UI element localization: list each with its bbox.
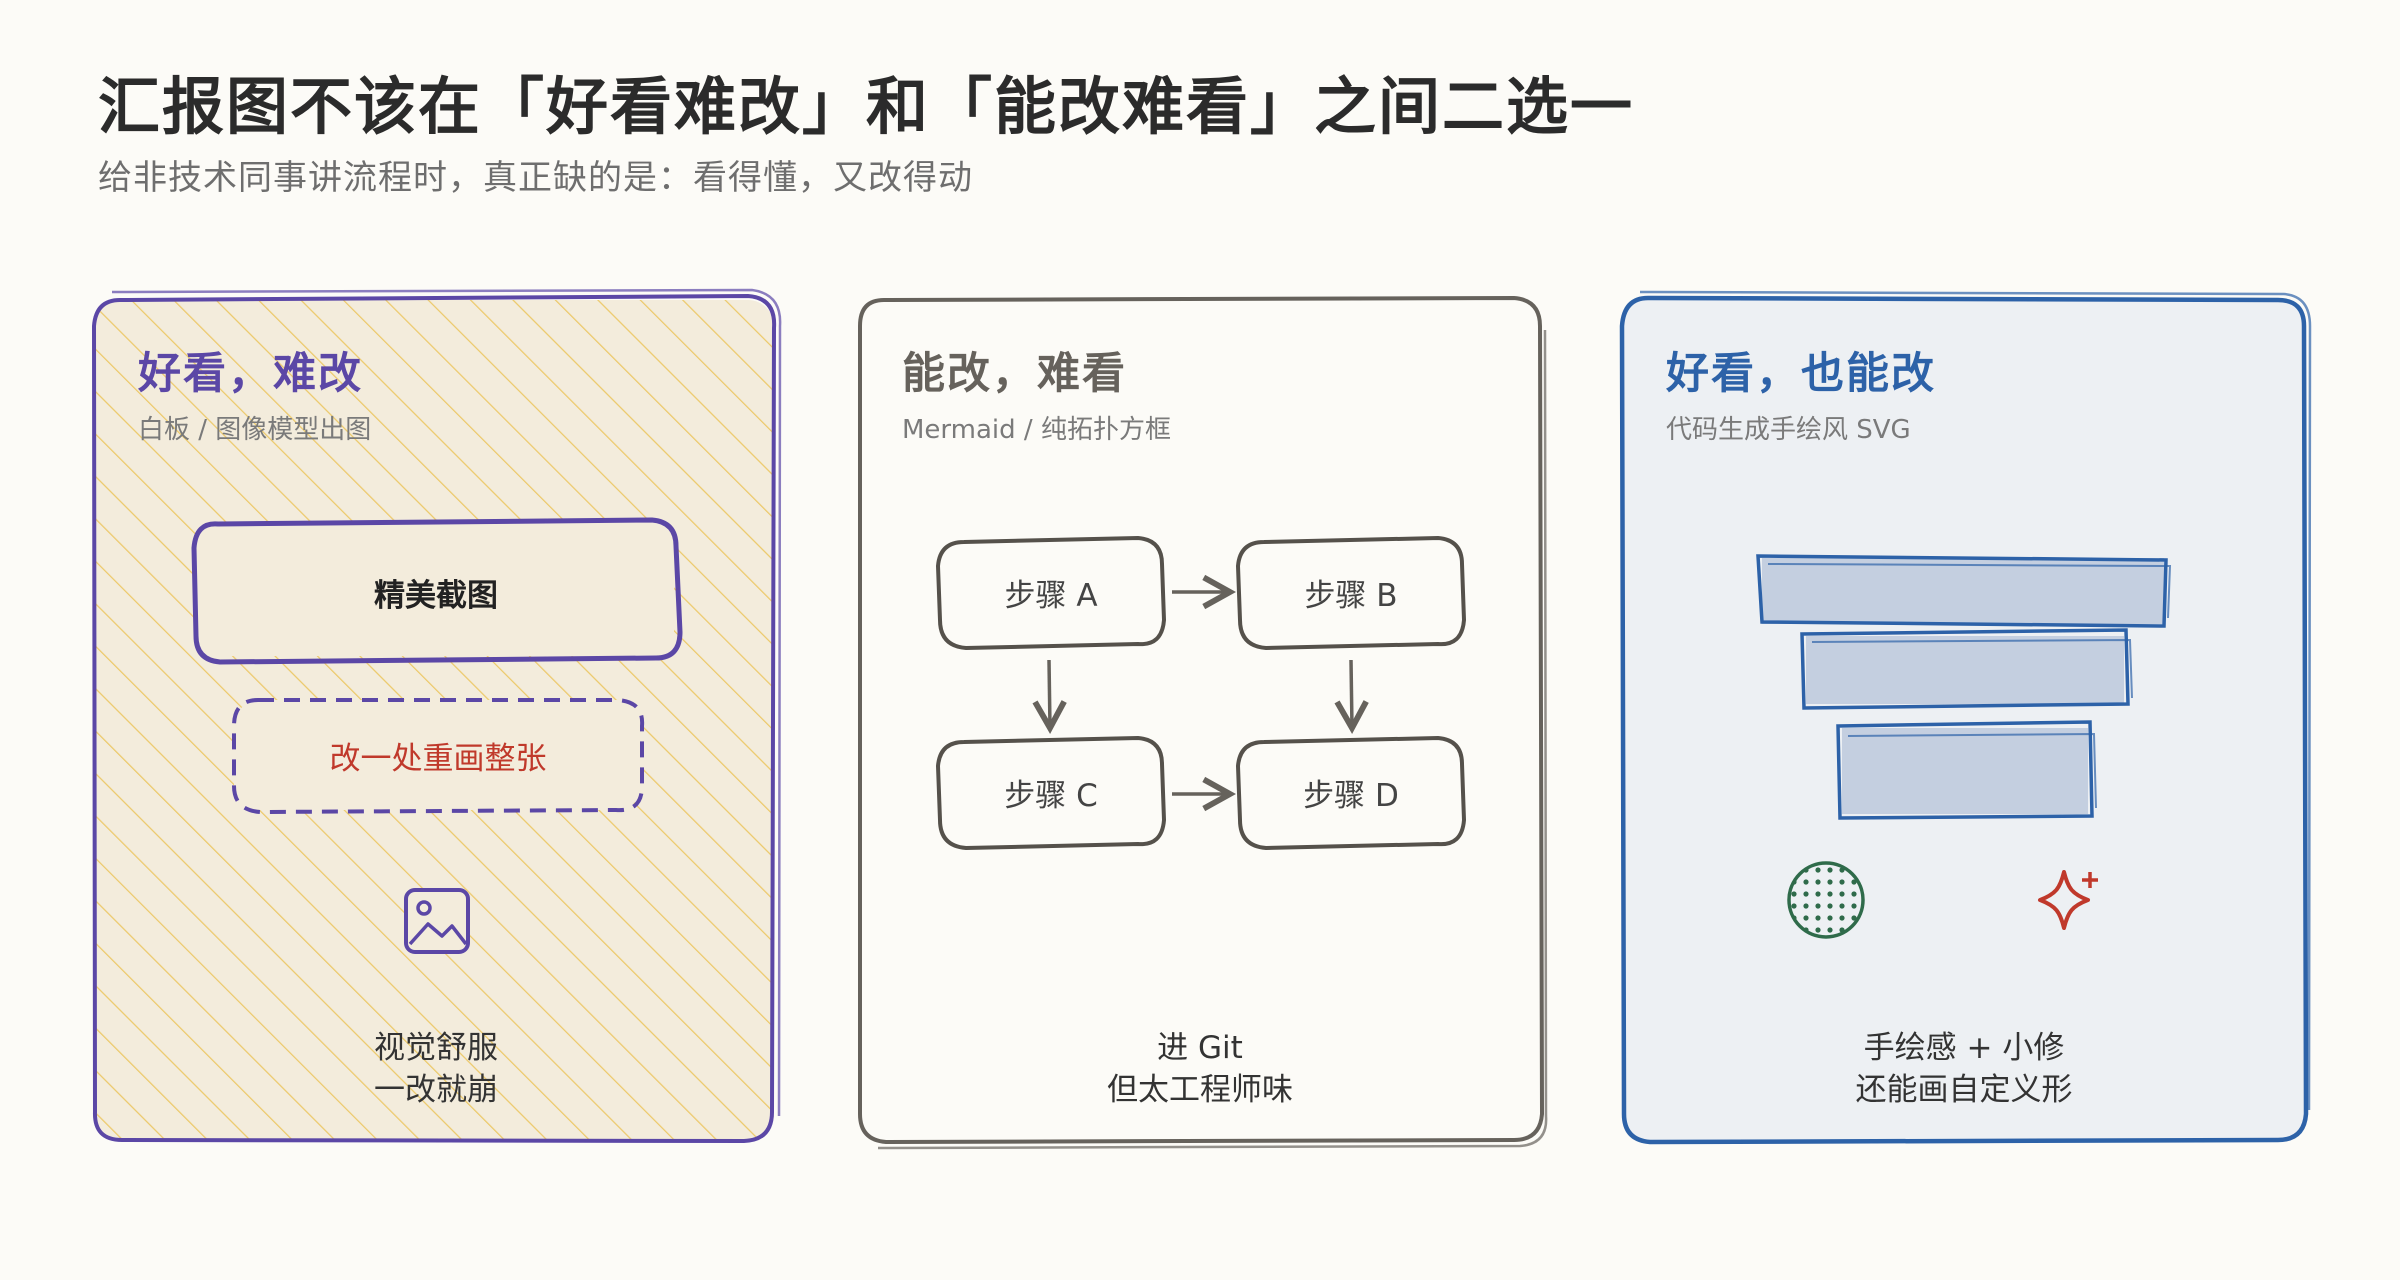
screenshot-box-bg <box>196 522 674 656</box>
step-d-label: 步骤 D <box>1303 778 1399 814</box>
page-title: 汇报图不该在「好看难改」和「能改难看」之间二选一 <box>98 70 1635 143</box>
panel-1-caption-line-2: 一改就崩 <box>374 1072 498 1108</box>
panel-3-caption-line-2: 还能画自定义形 <box>1856 1072 2073 1108</box>
step-c-label: 步骤 C <box>1004 778 1098 814</box>
arrow-a-to-c <box>1049 659 1050 728</box>
redraw-box <box>232 698 645 815</box>
panel-3-heading: 好看，也能改 <box>1665 349 1936 399</box>
funnel-bar-top <box>1756 554 2172 628</box>
panel-editable-ugly: 能改，难看 Mermaid / 纯拓扑方框 步骤 A 步骤 B 步骤 C 步骤 … <box>858 295 1548 1150</box>
step-b-label: 步骤 B <box>1304 578 1397 614</box>
panel-3-caption-line-1: 手绘感 + 小修 <box>1864 1030 2065 1066</box>
panel-1-border-sketch <box>111 288 782 1117</box>
flow-step-d: 步骤 D <box>1235 735 1467 851</box>
panel-2-heading: 能改，难看 <box>902 349 1127 399</box>
panel-2-border-sketch <box>877 329 1548 1150</box>
funnel-bar-middle <box>1800 628 2133 710</box>
redraw-box-bg <box>234 700 642 810</box>
panel-2-subheading: Mermaid / 纯拓扑方框 <box>902 415 1171 445</box>
panel-1-caption-line-1: 视觉舒服 <box>374 1030 498 1066</box>
flow-step-b: 步骤 B <box>1235 535 1467 651</box>
panel-3-subheading: 代码生成手绘风 SVG <box>1666 415 1911 445</box>
redraw-box-label: 改一处重画整张 <box>330 741 547 777</box>
panel-1-border <box>91 293 777 1144</box>
dotted-circle-icon <box>1787 861 1865 939</box>
panel-pretty-hard-to-edit: 好看，难改 白板 / 图像模型出图 精美截图 改一处重画整张 视觉舒服 一改就崩 <box>91 288 782 1144</box>
flow-step-c: 步骤 C <box>935 735 1167 851</box>
panel-3-border <box>1619 295 2309 1145</box>
panel-2-caption-line-1: 进 Git <box>1157 1030 1243 1066</box>
page-subtitle: 给非技术同事讲流程时，真正缺的是：看得懂，又改得动 <box>98 158 973 198</box>
panel-2-border <box>858 295 1545 1145</box>
panel-2-caption-line-2: 但太工程师味 <box>1107 1072 1293 1108</box>
panel-1-heading: 好看，难改 <box>137 349 363 399</box>
screenshot-box-label: 精美截图 <box>374 578 498 614</box>
screenshot-box <box>191 517 683 665</box>
panel-1-subheading: 白板 / 图像模型出图 <box>138 415 371 445</box>
flow-step-a: 步骤 A <box>935 535 1167 651</box>
sparkle-icon <box>2038 870 2098 930</box>
panel-3-border-sketch <box>1639 290 2312 1111</box>
panel-pretty-and-editable: 好看，也能改 代码生成手绘风 SVG 手绘感 + 小修 还能画自定义形 <box>1619 290 2312 1145</box>
image-icon <box>404 888 470 954</box>
arrow-b-to-d <box>1351 659 1352 728</box>
funnel-bar-bottom <box>1836 720 2097 820</box>
step-a-label: 步骤 A <box>1004 578 1097 614</box>
